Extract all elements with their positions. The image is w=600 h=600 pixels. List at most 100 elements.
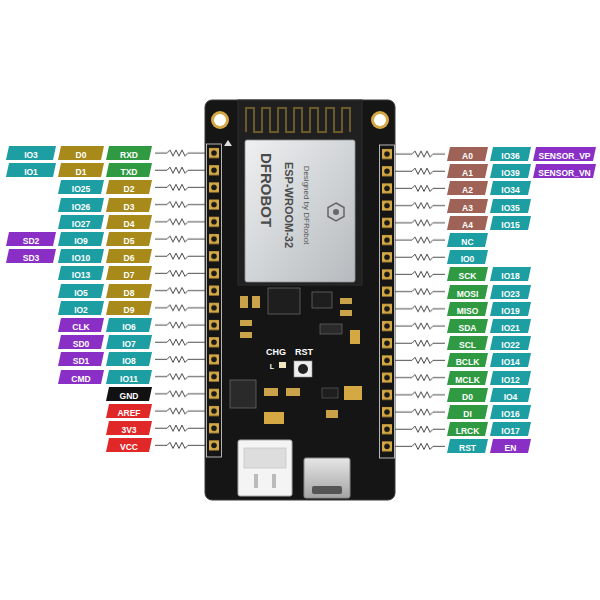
pin-name: MISO [457,304,479,318]
mounting-hole [211,111,229,129]
pin-tag: D1 [58,163,104,177]
pin-name: DI [463,407,472,421]
pin-tag: IO25 [58,180,104,194]
pin-tag: IO18 [490,267,531,281]
pin-tag: SD0 [58,335,104,349]
pin-name: IO12 [501,373,519,387]
module-pcb [238,100,362,285]
module-brand: DFROBOT [259,153,274,227]
capacitor [340,298,352,304]
pin-name: IO35 [501,201,519,215]
pin-name: IO36 [501,149,519,163]
pin-tag: IO8 [106,352,152,366]
pin-name: D0 [462,390,473,404]
pin-name: A3 [462,201,473,215]
pad [264,412,284,424]
pin-name: SDA [459,321,477,335]
pin-tag: IO23 [490,285,531,299]
pin-name: BCLK [456,355,480,369]
pin-name: EN [505,441,517,455]
pin-tag: CMD [58,370,104,384]
pin-tag: SENSOR_VN [533,164,596,178]
pin-tag: SD2 [6,232,56,246]
pin-tag: A1 [447,164,488,178]
pin-name: D7 [124,268,135,282]
ic-chip [322,388,338,398]
pin-name: SD0 [73,337,90,351]
pin-name: LRCK [456,424,480,438]
pin-tag: IO34 [490,181,531,195]
pin-tag: IO4 [490,388,531,402]
module-model: ESP-WROOM-32 [283,162,294,248]
pin-tag: IO39 [490,164,531,178]
pin-tag: IO15 [490,216,531,230]
pin-tag: IO27 [58,215,104,229]
silkscreen-text: CHG [266,348,286,357]
pin-tag: IO13 [58,266,104,280]
pin-tag: GND [106,387,152,401]
pin-tag: SCK [447,267,488,281]
pin-name: IO4 [504,390,518,404]
pin-name: A0 [462,149,473,163]
pin-name: IO17 [501,424,519,438]
capacitor [340,310,352,316]
pin-name: 3V3 [121,423,136,437]
pin-tag: D9 [106,301,152,315]
pin-tag: EN [490,439,531,453]
pin-name: RXD [120,148,138,162]
pin-name: SCK [459,269,477,283]
ic-chip [268,288,300,314]
pin-name: A2 [462,183,473,197]
pin-tag: VCC [106,438,152,452]
usb-connector [304,458,350,498]
header-pins [208,146,220,456]
pin-name: IO25 [72,182,90,196]
led [279,362,286,368]
pin-tag: IO14 [490,353,531,367]
capacitor [240,296,248,308]
silkscreen-text: L [270,363,274,370]
pin-tag: MCLK [447,371,488,385]
pin-tag: D4 [106,215,152,229]
pin-tag: D3 [106,198,152,212]
pin-tag: A0 [447,147,488,161]
shield-can [245,140,355,282]
pad [350,330,360,344]
pin-tag: IO9 [58,232,104,246]
pin-name: IO8 [122,354,136,368]
pin-name: GND [120,389,139,403]
pin-tag: IO26 [58,198,104,212]
pin-name: IO0 [461,252,475,266]
pin-tag: D5 [106,232,152,246]
header-outline [207,144,222,457]
pin-tag: IO5 [58,284,104,298]
pin-name: RST [459,441,476,455]
pin-name: SENSOR_VN [538,166,590,180]
inductor [230,380,256,408]
pin-name: IO2 [74,303,88,317]
crystal [320,324,342,334]
pin-tag: IO35 [490,199,531,213]
pin-tag: D8 [106,284,152,298]
pin-name: D2 [124,182,135,196]
pin-tag: BCLK [447,353,488,367]
pin-name: A1 [462,166,473,180]
pin-tag: A3 [447,199,488,213]
mounting-hole [371,111,389,129]
pin-name: IO13 [72,268,90,282]
leader-lines [395,147,445,457]
pin-name: A4 [462,218,473,232]
pin-name: IO3 [24,148,38,162]
pin-tag: IO10 [58,249,104,263]
pin-name: SENSOR_VP [539,149,591,163]
pin-name: CLK [72,320,89,334]
pin-tag: IO21 [490,319,531,333]
pin-name: IO34 [501,183,519,197]
pin-tag: A4 [447,216,488,230]
pin-tag: SD3 [6,249,56,263]
pin-tag: DI [447,405,488,419]
pin-tag: RXD [106,146,152,160]
reset-button [294,361,312,377]
pin-name: SD2 [23,234,40,248]
